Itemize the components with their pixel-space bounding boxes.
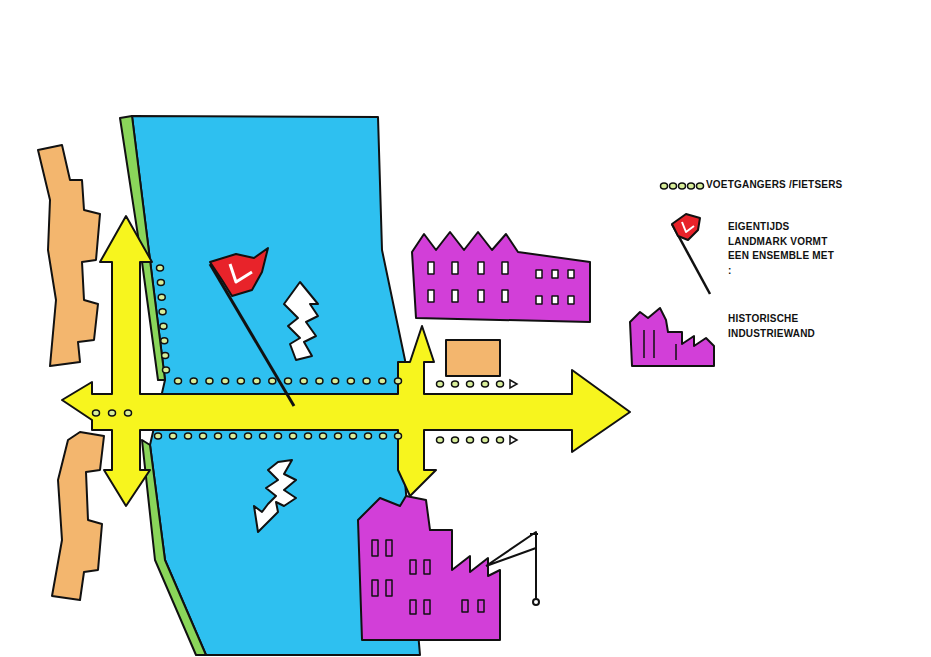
path-dot [215, 433, 222, 439]
path-dot [269, 378, 276, 384]
path-dot [661, 183, 668, 189]
path-dot [157, 280, 164, 286]
building-block [38, 145, 100, 366]
river-bank [142, 440, 206, 655]
path-dot [93, 410, 100, 416]
path-dot [159, 309, 166, 315]
factory-details [644, 330, 676, 360]
path-dot [305, 433, 312, 439]
path-dot [679, 183, 686, 189]
path-dot [160, 323, 167, 329]
path-dot [379, 378, 386, 384]
road-arrow [62, 216, 630, 506]
path-dot [230, 433, 237, 439]
path-dot [467, 437, 474, 443]
path-dot [190, 378, 197, 384]
crane [486, 532, 538, 600]
path-dot [245, 433, 252, 439]
path-dot [200, 433, 207, 439]
path-dot [155, 433, 162, 439]
sketch-lines [38, 116, 714, 655]
path-dot [697, 183, 704, 189]
path-dot [437, 437, 444, 443]
path-dot [380, 433, 387, 439]
path-dot [497, 381, 504, 387]
path-dot [163, 367, 170, 373]
flow-arrow [284, 282, 318, 360]
building-block [52, 432, 104, 600]
path-dot [437, 381, 444, 387]
path-dot [185, 433, 192, 439]
path-dot-end [510, 380, 517, 388]
path-dot [335, 433, 342, 439]
path-dot [260, 433, 267, 439]
legend-text: EIGENTIJDS LANDMARK VORMT EEN ENSEMBLE M… [728, 220, 836, 278]
crane-hook [533, 599, 539, 605]
historic-building [412, 232, 590, 322]
path-dot [206, 378, 213, 384]
historic-factory [358, 496, 500, 640]
path-dot [161, 338, 168, 344]
path-dot [395, 378, 402, 384]
path-dot [290, 433, 297, 439]
legend-flag [672, 214, 700, 240]
path-dot [320, 433, 327, 439]
legend-factory [630, 308, 714, 366]
path-dot [482, 381, 489, 387]
path-dot [170, 433, 177, 439]
flag-mark [682, 222, 694, 232]
path-dot-end [510, 436, 517, 444]
legend-text: VOETGANGERS /FIETSERS [706, 178, 896, 193]
path-dot [253, 378, 260, 384]
factory-details [372, 540, 484, 614]
landmark-flag [210, 248, 268, 296]
path-dot [688, 183, 695, 189]
flag-mark [230, 264, 252, 282]
path-dot [125, 410, 132, 416]
flow-arrow [254, 460, 296, 532]
path-dot [109, 410, 116, 416]
path-dot [452, 381, 459, 387]
path-dot [395, 433, 402, 439]
path-dot [350, 433, 357, 439]
path-dot [482, 437, 489, 443]
path-dot [497, 437, 504, 443]
path-dot [285, 378, 292, 384]
path-dot [237, 378, 244, 384]
path-dots [93, 183, 704, 444]
windows [428, 262, 574, 304]
path-dot [670, 183, 677, 189]
path-dot [332, 378, 339, 384]
path-dot [157, 265, 164, 271]
path-dot [222, 378, 229, 384]
building-block [446, 340, 500, 376]
path-dot [467, 381, 474, 387]
path-dot [158, 294, 165, 300]
path-dot [365, 433, 372, 439]
path-dot [162, 352, 169, 358]
path-dot [316, 378, 323, 384]
path-dot [300, 378, 307, 384]
path-dot [275, 433, 282, 439]
path-dot [363, 378, 370, 384]
path-dot [452, 437, 459, 443]
legend-text: HISTORISCHE INDUSTRIEWAND [728, 312, 838, 341]
path-dot [347, 378, 354, 384]
path-dot [175, 378, 182, 384]
